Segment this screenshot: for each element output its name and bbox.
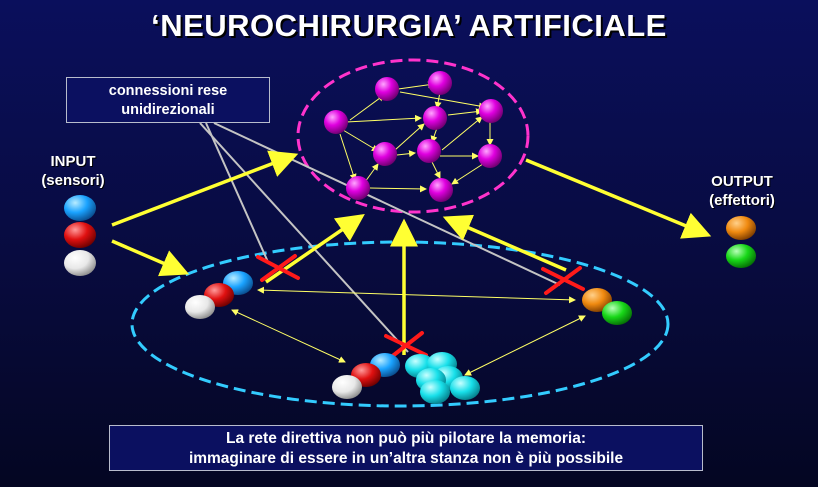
memory-cyan-ball: [450, 376, 480, 400]
network-node: [373, 142, 397, 166]
output-green-ball: [726, 244, 756, 268]
upper-network-nodes: [324, 71, 503, 202]
callout-box-connections: connessioni rese unidirezionali: [66, 77, 270, 123]
input-white-ball: [64, 250, 96, 276]
note-line1: La rete direttiva non può più pilotare l…: [225, 430, 586, 447]
network-node: [479, 99, 503, 123]
callout-lines: [199, 122, 561, 353]
memory-green-ball: [602, 301, 632, 325]
network-node: [429, 178, 453, 202]
memory-cluster-right: [582, 288, 632, 325]
output-label-line2: (effettori): [709, 192, 775, 209]
output-label: OUTPUT (effettori): [692, 172, 792, 210]
cross-right-icon: [541, 266, 585, 295]
network-node: [324, 110, 348, 134]
memory-cluster-cyan: [405, 352, 480, 404]
blocked-connection-crosses: [256, 254, 585, 360]
slide-title: ‘NEUROCHIRURGIA’ ARTIFICIALE: [151, 8, 667, 43]
input-label-line1: INPUT: [50, 153, 96, 170]
memory-white-ball: [332, 375, 362, 399]
note-box: La rete direttiva non può più pilotare l…: [109, 425, 703, 471]
callout-line2: unidirezionali: [121, 102, 215, 118]
input-label-line2: (sensori): [41, 172, 105, 189]
memory-white-ball: [185, 295, 215, 319]
output-label-line1: OUTPUT: [711, 173, 773, 190]
internal-network-connections: [339, 81, 502, 193]
input-sensor-balls: [64, 195, 96, 276]
network-node: [478, 144, 502, 168]
input-red-ball: [64, 222, 96, 248]
output-effector-balls: [726, 216, 756, 268]
memory-region-boundary: [130, 240, 670, 408]
network-node: [375, 77, 399, 101]
output-orange-ball: [726, 216, 756, 240]
memory-cyan-ball: [420, 380, 450, 404]
network-node: [423, 106, 447, 130]
note-line2: immaginare di essere in un’altra stanza …: [188, 450, 624, 467]
network-node: [346, 176, 370, 200]
cross-left-icon: [256, 254, 300, 282]
network-node: [428, 71, 452, 95]
callout-line1: connessioni rese: [108, 83, 228, 99]
network-node: [417, 139, 441, 163]
memory-cluster-left: [185, 271, 253, 319]
memory-cluster-bottom: [332, 353, 400, 399]
upper-network-boundary: [296, 58, 530, 214]
memory-orange-ball: [582, 288, 612, 312]
input-label: INPUT (sensori): [28, 152, 118, 190]
main-arrows: [111, 150, 712, 355]
memory-connections: [231, 286, 586, 376]
cross-center-icon: [384, 331, 428, 360]
input-blue-ball: [64, 195, 96, 221]
